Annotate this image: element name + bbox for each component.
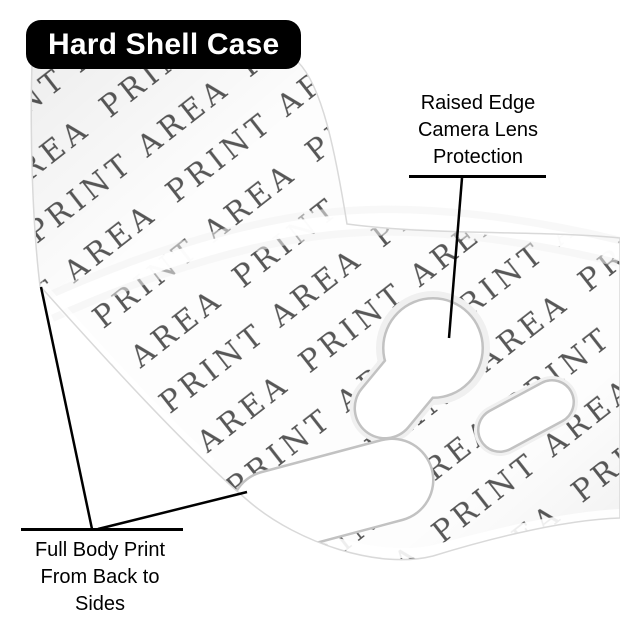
- callout-line-full-body-left: [39, 286, 94, 530]
- case-cutouts: [229, 291, 578, 555]
- annotation-full-body-line-3: Sides: [74, 593, 126, 615]
- annotation-full-body-print: Full Body Print From Back to Sides: [8, 537, 192, 618]
- annotation-camera-protection: Raised Edge Camera Lens Protection: [382, 90, 574, 171]
- camera-lens-cutout-hole: [384, 299, 482, 397]
- annotation-camera-line-3: Protection: [432, 146, 524, 168]
- callout-line-camera: [447, 177, 464, 339]
- annotation-camera-line-1: Raised Edge: [420, 92, 536, 114]
- annotation-camera-line-2: Camera Lens: [417, 119, 539, 141]
- case-left-edge-highlight: [37, 281, 215, 466]
- bottom-opening-hole: [232, 440, 432, 552]
- hard-shell-case-badge: Hard Shell Case: [26, 20, 302, 69]
- callout-line-full-body-right: [97, 490, 248, 531]
- flash-pill-cutout-hole: [479, 381, 573, 451]
- annotation-full-body-line-1: Full Body Print: [34, 539, 166, 561]
- annotation-full-body-line-2: From Back to: [40, 566, 160, 588]
